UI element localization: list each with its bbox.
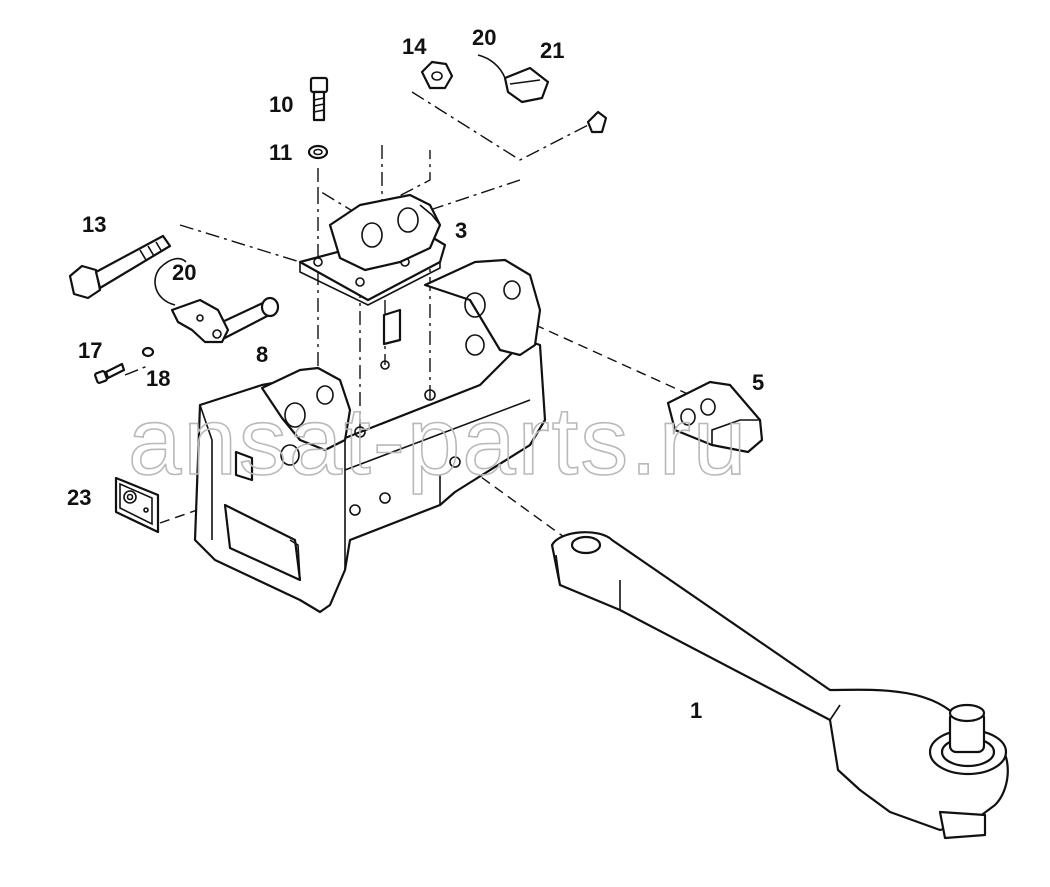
part-18-washer [141,346,155,358]
callout-3: 3 [455,218,467,243]
part-13-long-bolt [68,234,172,300]
callout-13: 13 [82,212,106,237]
callout-23: 23 [67,485,91,510]
callout-5: 5 [752,370,764,395]
callout-labels: 1 3 5 8 10 11 13 14 17 18 20 20 21 23 [67,25,764,723]
part-17-screw [94,362,126,384]
callout-20-top: 20 [472,25,496,50]
watermark-text: ansat-parts.ru [128,388,748,495]
callout-20-left: 20 [172,260,196,285]
part-base-frame [193,258,547,614]
callout-8: 8 [256,342,268,367]
part-10-bolt [309,76,329,122]
callout-21: 21 [540,38,564,63]
callout-11: 11 [269,140,292,165]
part-23-plate [114,476,160,534]
part-5-clevis-block [666,380,764,454]
part-1-lower-link-arm [550,531,1009,840]
part-14-nut [420,60,454,90]
callout-10: 10 [269,92,293,117]
part-3-upper-bracket [298,193,447,306]
callout-14: 14 [402,34,427,59]
part-8-pin-with-retainer [154,257,280,344]
callout-18: 18 [146,366,170,391]
part-21-lynch-clip [477,54,608,134]
callout-1: 1 [690,698,702,723]
part-11-washer [307,144,329,160]
callout-17: 17 [78,338,102,363]
